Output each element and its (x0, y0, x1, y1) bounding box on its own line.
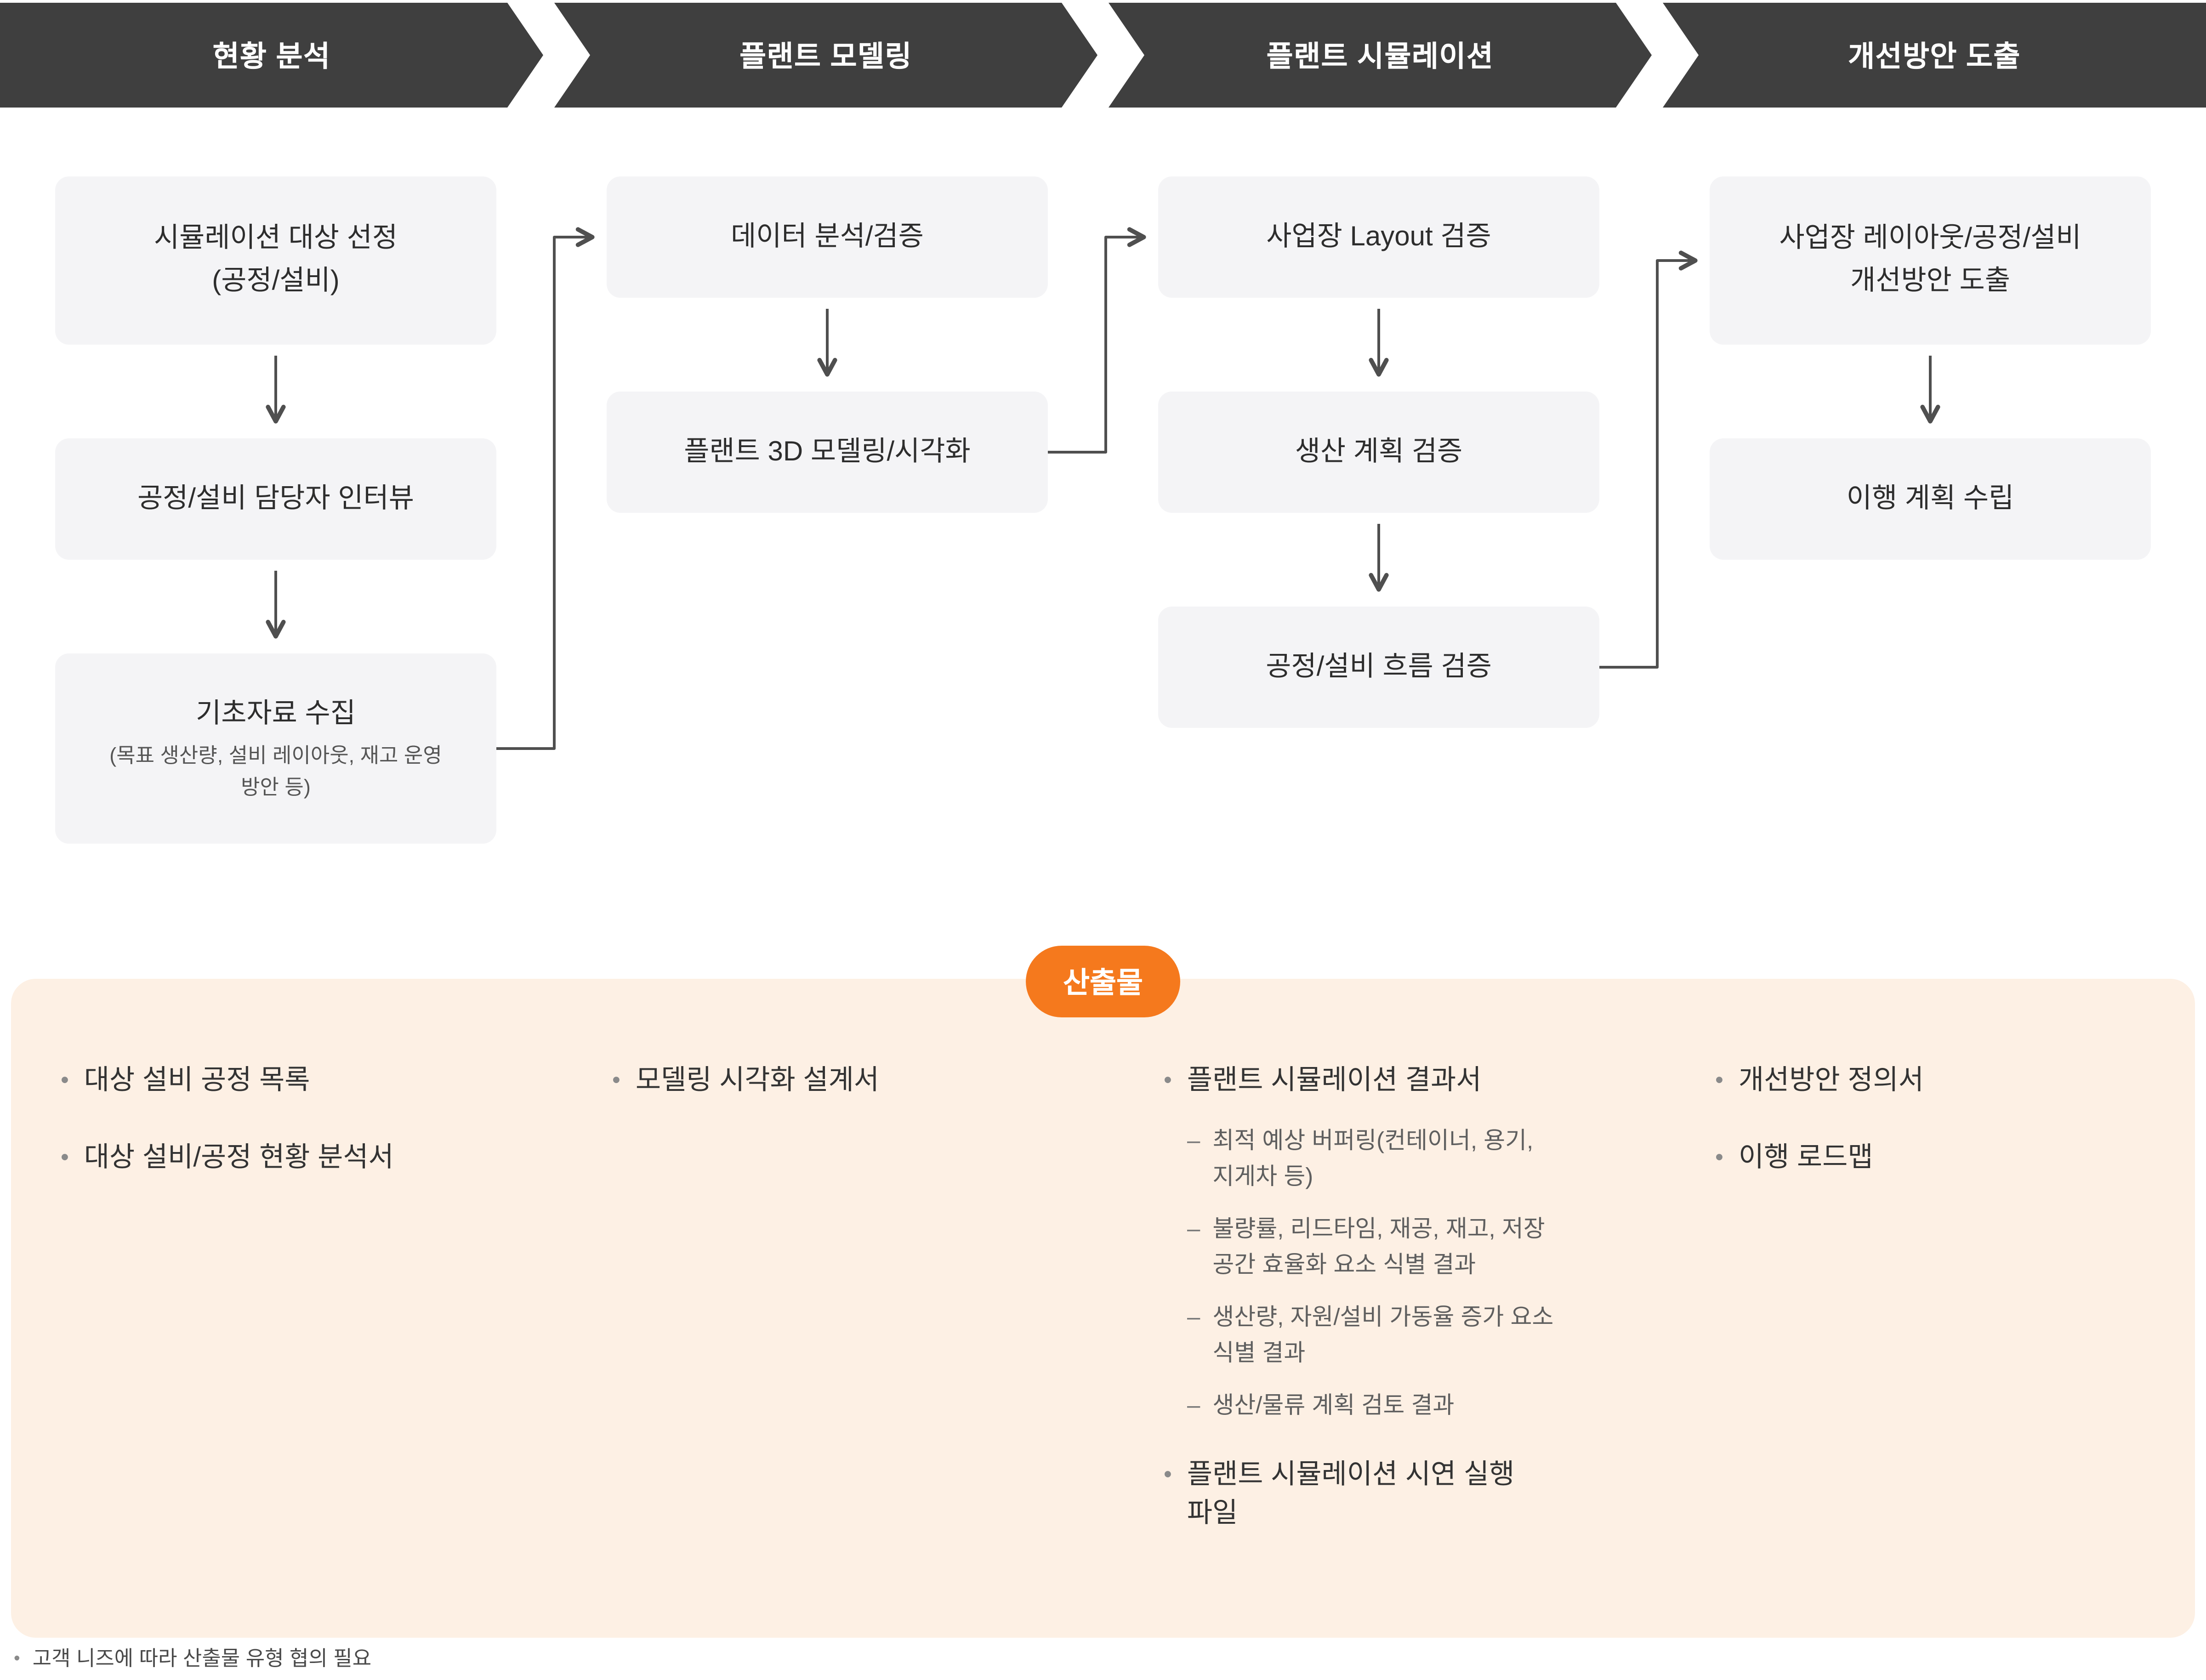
arrow-elbow-col3-col4 (1599, 250, 1698, 669)
flow-box-implementation-plan: 이행 계획 수립 (1710, 438, 2151, 560)
box-text-line: 공정/설비 담당자 인터뷰 (137, 483, 414, 514)
dash-icon: – (1187, 1392, 1200, 1419)
deliverable-text: 대상 설비 공정 목록 (84, 1066, 310, 1096)
deliverable-subtext: 불량률, 리드타임, 재공, 재고, 저장공간 효율화 요소 식별 결과 (1212, 1216, 1545, 1277)
phase-banner-label: 개선방안 도출 (1848, 41, 2021, 73)
box-text-line: 개선방안 도출 (1850, 266, 2010, 296)
bullet-icon: • (1715, 1067, 1723, 1093)
deliverable-text: 대상 설비/공정 현황 분석서 (84, 1143, 394, 1174)
box-text-line: 시뮬레이션 대상 선정 (154, 223, 398, 254)
box-text-line: 이행 계획 수립 (1846, 483, 2014, 514)
deliverable-subitem: – 생산량, 자원/설비 가동율 증가 요소 식별 결과 (1164, 1300, 1591, 1370)
deliverable-item: • 이행 로드맵 (1715, 1139, 2156, 1177)
deliverable-text: 플랜트 시뮬레이션 결과서 (1187, 1066, 1482, 1096)
bullet-icon: • (14, 1647, 20, 1668)
deliverables-panel (11, 979, 2195, 1638)
flow-box-base-data-collection: 기초자료 수집 (목표 생산량, 설비 레이아웃, 재고 운영 방안 등) (55, 653, 496, 844)
bullet-icon: • (1164, 1067, 1172, 1093)
bullet-icon: • (612, 1067, 620, 1093)
flow-box-improvement-derivation: 사업장 레이아웃/공정/설비 개선방안 도출 (1710, 176, 2151, 345)
dash-icon: – (1187, 1216, 1200, 1243)
phase-banner-plant-simulation: 플랜트 시뮬레이션 (1109, 3, 1652, 108)
box-text-line: 사업장 Layout 검증 (1266, 221, 1491, 252)
box-text-line: 사업장 레이아웃/공정/설비 (1779, 223, 2081, 254)
footnote: • 고객 니즈에 따라 산출물 유형 협의 필요 (14, 1645, 371, 1674)
deliverable-subtext: 최적 예상 버퍼링(컨테이너, 용기, 지게차 등) (1212, 1128, 1534, 1189)
phase-banner-current-analysis: 현황 분석 (0, 3, 543, 108)
phase-banner-plant-modeling: 플랜트 모델링 (554, 3, 1097, 108)
flow-box-process-flow-verification: 공정/설비 흐름 검증 (1158, 607, 1599, 728)
flow-box-interview: 공정/설비 담당자 인터뷰 (55, 438, 496, 560)
deliverables-col-4: • 개선방안 정의서 • 이행 로드맵 (1715, 1061, 2156, 1216)
box-subtext: (목표 생산량, 설비 레이아웃, 재고 운영 방안 등) (109, 744, 442, 799)
phase-banners: 현황 분석 플랜트 모델링 플랜트 시뮬레이션 개선방안 도출 (0, 3, 2206, 108)
phase-banner-label: 플랜트 모델링 (739, 41, 912, 73)
deliverable-text: 플랜트 시뮬레이션 시연 실행파일 (1187, 1459, 1515, 1528)
phase-banner-label: 플랜트 시뮬레이션 (1266, 41, 1494, 73)
flow-box-data-analysis: 데이터 분석/검증 (607, 176, 1048, 298)
flow-box-layout-verification: 사업장 Layout 검증 (1158, 176, 1599, 298)
box-text-line: 생산 계획 검증 (1295, 436, 1463, 467)
deliverable-subitem: – 생산/물류 계획 검토 결과 (1164, 1388, 1591, 1424)
bullet-icon: • (61, 1067, 69, 1093)
flow-box-simulation-target: 시뮬레이션 대상 선정 (공정/설비) (55, 176, 496, 345)
deliverable-item: • 대상 설비 공정 목록 (61, 1061, 557, 1100)
bullet-icon: • (1164, 1460, 1172, 1487)
deliverable-item: • 플랜트 시뮬레이션 시연 실행파일 (1164, 1455, 1591, 1532)
flow-box-3d-modeling: 플랜트 3D 모델링/시각화 (607, 392, 1048, 513)
deliverable-item: • 모델링 시각화 설계서 (612, 1061, 1109, 1100)
box-text-line: 데이터 분석/검증 (731, 221, 924, 252)
flow-box-production-plan-verification: 생산 계획 검증 (1158, 392, 1599, 513)
phase-banner-label: 현황 분석 (212, 41, 331, 73)
deliverable-text: 이행 로드맵 (1738, 1143, 1873, 1174)
deliverable-subitem: – 불량률, 리드타임, 재공, 재고, 저장공간 효율화 요소 식별 결과 (1164, 1212, 1591, 1282)
deliverable-subtext: 생산량, 자원/설비 가동율 증가 요소 식별 결과 (1212, 1304, 1554, 1366)
deliverables-badge: 산출물 (1026, 946, 1180, 1017)
box-text-line: 기초자료 수집 (196, 699, 356, 729)
deliverable-subitem: – 최적 예상 버퍼링(컨테이너, 용기, 지게차 등) (1164, 1124, 1591, 1194)
bullet-icon: • (1715, 1144, 1723, 1171)
dash-icon: – (1187, 1128, 1200, 1154)
box-text-line: (공정/설비) (212, 266, 340, 296)
box-text-line: 공정/설비 흐름 검증 (1266, 651, 1492, 682)
deliverables-col-2: • 모델링 시각화 설계서 (612, 1061, 1109, 1139)
deliverable-item: • 개선방안 정의서 (1715, 1061, 2156, 1100)
phase-banner-improvement: 개선방안 도출 (1663, 3, 2206, 108)
footnote-text: 고객 니즈에 따라 산출물 유형 협의 필요 (32, 1647, 372, 1671)
arrow-elbow-col2-col3 (1048, 227, 1146, 454)
deliverables-col-3: • 플랜트 시뮬레이션 결과서 – 최적 예상 버퍼링(컨테이너, 용기, 지게… (1164, 1061, 1591, 1571)
dash-icon: – (1187, 1304, 1200, 1331)
arrow-elbow-col1-col2 (496, 227, 595, 750)
deliverable-subtext: 생산/물류 계획 검토 결과 (1212, 1392, 1455, 1419)
bullet-icon: • (61, 1144, 69, 1171)
deliverable-text: 모델링 시각화 설계서 (635, 1066, 880, 1096)
deliverable-item: • 대상 설비/공정 현황 분석서 (61, 1139, 557, 1177)
deliverable-text: 개선방안 정의서 (1738, 1066, 1924, 1096)
box-text-line: 플랜트 3D 모델링/시각화 (684, 436, 971, 467)
deliverable-item: • 플랜트 시뮬레이션 결과서 (1164, 1061, 1591, 1100)
deliverables-col-1: • 대상 설비 공정 목록 • 대상 설비/공정 현황 분석서 (61, 1061, 557, 1216)
